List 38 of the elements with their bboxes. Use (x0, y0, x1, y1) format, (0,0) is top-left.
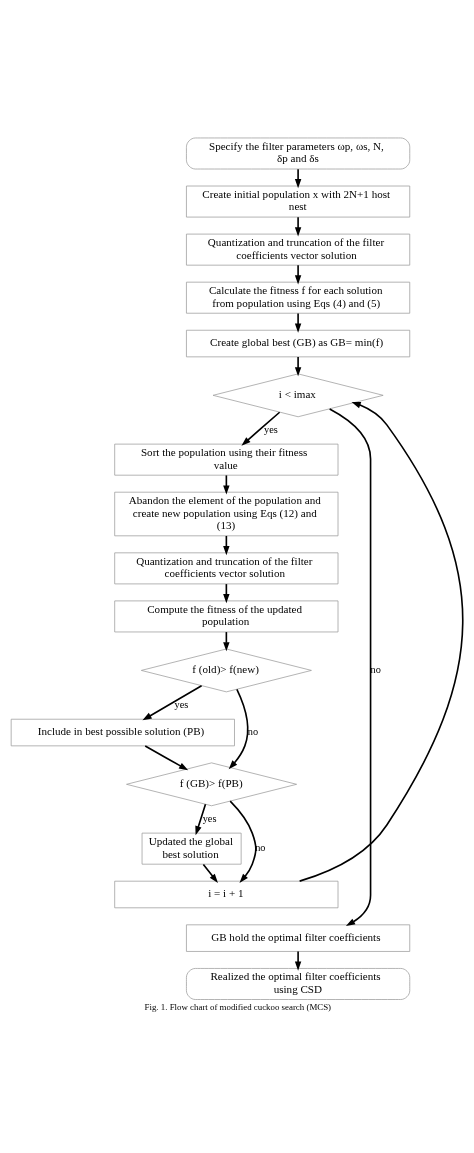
arrow (294, 312, 302, 333)
caption: Fig. 1. Flow chart of modified cuckoo search (MCS) (144, 1001, 332, 1012)
arrow (298, 401, 464, 882)
arrow (294, 356, 302, 377)
node-box: Quantization and truncation of the filter coefficients vector solution (114, 552, 339, 585)
arrow (294, 264, 302, 285)
arrow (294, 216, 302, 237)
node-box: Quantization and truncation of the filter coefficients vector solution (186, 233, 411, 266)
node-diamond: i < imax (212, 373, 384, 418)
edge-label: no (247, 726, 259, 738)
arrow (241, 411, 281, 446)
node-box: GB hold the optimal filter coefficients (186, 924, 411, 952)
node-box: Compute the fitness of the updated population (114, 600, 339, 633)
node-box: Create initial population x with 2N+1 host nest (186, 185, 411, 218)
node-box: Sort the population using their fitness value (114, 443, 339, 476)
arrow (229, 800, 257, 883)
arrow (144, 745, 189, 771)
arrow (328, 408, 372, 926)
node-box: i = i + 1 (114, 880, 339, 909)
arrow (202, 863, 218, 884)
arrow (142, 684, 203, 721)
edge-label: yes (264, 424, 278, 436)
node-box: Specify the filter parameters ωp, ωs, N, δp and δs (186, 137, 411, 170)
arrow (294, 168, 302, 189)
node-box: Include in best possible solution (PB) (10, 718, 235, 747)
node-box: Updated the global best solution (141, 832, 242, 865)
node-box: Realized the optimal filter coefficients using CSD (186, 968, 411, 1000)
arrow (228, 688, 249, 770)
arrow (195, 803, 207, 836)
node-box: Create global best (GB) as GB= min(f) (186, 329, 411, 358)
edge-label: no (255, 842, 266, 854)
edge-label: yes (174, 699, 189, 711)
node-box: Abandon the element of the population and create new population using Eqs (12) and (13) (114, 491, 339, 537)
edge-label: no (370, 664, 381, 676)
arrow (294, 950, 302, 971)
edge-label: yes (202, 813, 217, 825)
node-box: Calculate the fitness f for each solution from population using Eqs (4) and (5) (186, 281, 411, 314)
node-diamond: f (old)> f(new) (140, 648, 312, 693)
